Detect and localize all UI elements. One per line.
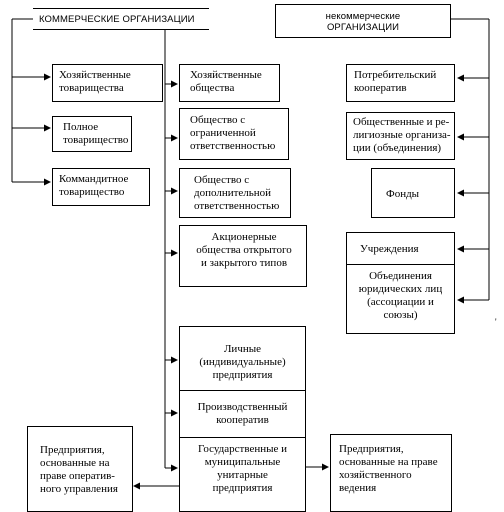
full-partnership-label: Полное товарищество — [63, 121, 129, 146]
business-companies-box: Хозяйственные общества — [179, 64, 280, 102]
consumer-coop-box: Потребительский кооператив — [346, 64, 455, 102]
operational-management-label: Предприятия, основанные на праве операти… — [40, 444, 118, 495]
full-partnership-box: Полное товарищество — [52, 116, 132, 152]
limited-partnership-label: Коммандитное товарищество — [59, 173, 129, 198]
noncommercial-header-label: некоммерческие ОРГАНИЗАЦИИ — [325, 11, 401, 33]
funds-box: Фонды — [371, 168, 455, 218]
margin-mark: ' — [495, 317, 497, 327]
production-coop-cell: Производственный кооператив — [180, 391, 305, 438]
enterprises-stack: Личные (индивидуальные) предприятия Прои… — [179, 326, 306, 512]
limited-partnership-box: Коммандитное товарищество — [52, 168, 150, 206]
alc-box: Общество с дополнительной ответственност… — [179, 168, 291, 218]
associations-cell: Объединения юридических лиц (ассоциации … — [347, 265, 454, 333]
unitary-enterprises-cell: Государственные и муниципальные унитарны… — [180, 438, 305, 512]
noncommercial-header: некоммерческие ОРГАНИЗАЦИИ — [275, 4, 451, 38]
public-religious-orgs-box: Общественные и ре- лигиозные организа- ц… — [346, 112, 455, 160]
associations-label: Объединения юридических лиц (ассоциации … — [358, 270, 443, 321]
business-companies-label: Хозяйственные общества — [190, 69, 262, 94]
operational-management-box: Предприятия, основанные на праве операти… — [27, 426, 133, 512]
business-partnerships-box: Хозяйственные товарищества — [52, 64, 163, 102]
economic-management-box: Предприятия, основанные на праве хозяйст… — [330, 434, 452, 512]
commercial-header: КОММЕРЧЕСКИЕ ОРГАНИЗАЦИИ — [33, 8, 209, 30]
llc-box: Общество с ограниченной ответственностью — [179, 108, 289, 160]
institutions-cell: Учреждения — [347, 233, 454, 265]
public-religious-orgs-label: Общественные и ре- лигиозные организа- ц… — [353, 116, 451, 154]
personal-enterprises-label: Личные (индивидуальные) предприятия — [199, 343, 286, 381]
jsc-label: Акционерные общества открытого и закрыто… — [196, 231, 292, 269]
personal-enterprises-cell: Личные (индивидуальные) предприятия — [180, 327, 305, 391]
jsc-box: Акционерные общества открытого и закрыто… — [179, 225, 307, 287]
unitary-enterprises-label: Государственные и муниципальные унитарны… — [197, 443, 288, 494]
production-coop-label: Производственный кооператив — [197, 401, 288, 426]
institutions-label: Учреждения — [360, 243, 419, 255]
business-partnerships-label: Хозяйственные товарищества — [59, 69, 131, 94]
consumer-coop-label: Потребительский кооператив — [354, 69, 437, 94]
commercial-header-label: КОММЕРЧЕСКИЕ ОРГАНИЗАЦИИ — [39, 14, 195, 25]
llc-label: Общество с ограниченной ответственностью — [190, 114, 276, 152]
alc-label: Общество с дополнительной ответственност… — [194, 174, 280, 212]
institutions-associations-box: Учреждения Объединения юридических лиц (… — [346, 232, 455, 334]
economic-management-label: Предприятия, основанные на праве хозяйст… — [339, 443, 438, 494]
funds-label: Фонды — [386, 188, 420, 200]
